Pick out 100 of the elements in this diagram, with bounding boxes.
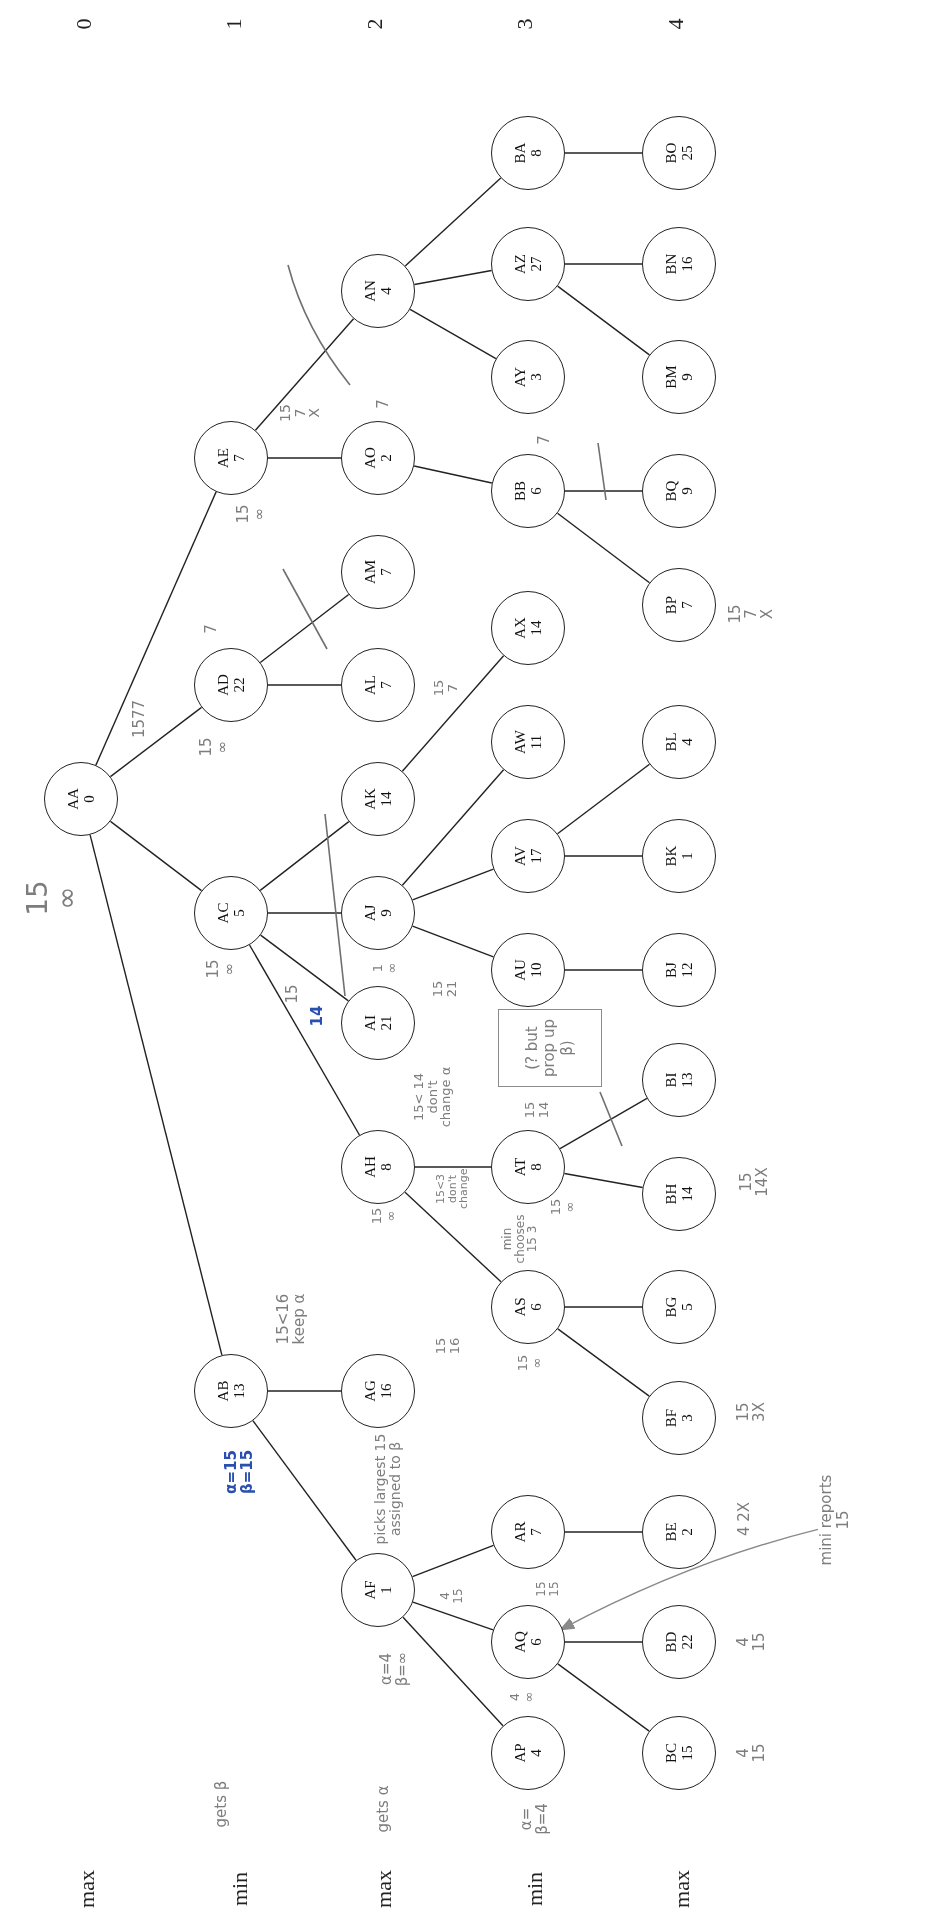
handwritten-note: 4 15 — [439, 1588, 465, 1604]
node-name: AC — [215, 902, 231, 924]
tree-edge — [267, 912, 342, 914]
handwritten-note: 7 — [204, 624, 220, 634]
node-value: 11 — [528, 734, 544, 750]
node-name: BE — [663, 1522, 679, 1542]
node-value: 17 — [528, 848, 544, 864]
node-value: 8 — [528, 149, 544, 157]
level-label: max — [75, 1870, 99, 1908]
node-name: AD — [215, 674, 231, 696]
node-value: 5 — [231, 909, 247, 917]
node-name: AS — [512, 1297, 528, 1317]
handwritten-note: 15<3 don't change — [434, 1169, 470, 1209]
tree-edge — [404, 1191, 502, 1283]
tree-edge — [411, 925, 495, 958]
level-label: max — [670, 1870, 694, 1908]
handwritten-note: 4 15 — [736, 1743, 768, 1763]
node-value: 7 — [679, 601, 695, 609]
tree-edge — [259, 820, 350, 892]
handwritten-note: 7 — [537, 435, 553, 445]
tree-edge — [267, 1390, 342, 1392]
handwritten-note: 1 ∞ — [371, 962, 399, 974]
tree-edge — [564, 1531, 643, 1533]
tree-edge — [412, 1601, 494, 1631]
node-value: 27 — [528, 256, 544, 272]
note-box — [498, 1009, 602, 1087]
node-value: 8 — [378, 1163, 394, 1171]
node-name: AA — [65, 788, 81, 810]
tree-edge — [259, 934, 350, 1002]
node-name: AK — [362, 788, 378, 810]
depth-number: 2 — [363, 18, 387, 30]
node-value: 0 — [81, 795, 97, 803]
tree-edge — [259, 593, 350, 664]
node-value: 6 — [528, 1303, 544, 1311]
node-name: BO — [663, 142, 679, 164]
node-name: AO — [362, 447, 378, 469]
node-name: AI — [362, 1015, 378, 1031]
handwritten-note: α= β=4 — [519, 1803, 551, 1835]
node-value: 7 — [528, 1528, 544, 1536]
node-value: 9 — [679, 487, 695, 495]
node-name: BK — [663, 845, 679, 867]
tree-edge — [413, 465, 493, 484]
node-value: 9 — [679, 373, 695, 381]
tree-edge — [404, 177, 502, 267]
node-value: 10 — [528, 962, 544, 978]
node-value: 21 — [378, 1015, 394, 1031]
tree-edge — [557, 1663, 650, 1732]
node-name: AL — [362, 675, 378, 695]
handwritten-note: 15 ∞ — [370, 1207, 398, 1225]
tree-edge — [109, 706, 203, 778]
tree-edge — [564, 490, 643, 492]
tree-edge — [267, 457, 342, 459]
depth-number: 0 — [72, 18, 96, 30]
handwritten-note: 15 ∞ — [549, 1198, 577, 1216]
node-value: 7 — [231, 454, 247, 462]
node-name: AH — [362, 1156, 378, 1178]
node-name: BQ — [663, 480, 679, 502]
tree-edge — [267, 684, 342, 686]
level-label: min — [228, 1871, 252, 1907]
handwritten-note: 15 ∞ — [199, 737, 231, 757]
node-name: AZ — [512, 254, 528, 274]
node-value: 25 — [679, 145, 695, 161]
handwritten-note: 14 — [310, 1005, 326, 1027]
node-value: 2 — [378, 454, 394, 462]
annotation-arrow — [560, 1528, 819, 1631]
node-name: AX — [512, 617, 528, 639]
handwritten-note: gets α — [376, 1785, 392, 1833]
node-value: 4 — [378, 287, 394, 295]
node-value: 1 — [378, 1586, 394, 1594]
handwritten-note: 4 ∞ — [508, 1691, 536, 1703]
node-name: BM — [663, 365, 679, 389]
handwritten-note: 15 ∞ — [516, 1354, 544, 1372]
node-value: 4 — [679, 738, 695, 746]
handwritten-note: 4 2X — [737, 1501, 753, 1537]
tree-edge — [414, 1166, 492, 1168]
node-name: AM — [362, 559, 378, 585]
node-name: AQ — [512, 1631, 528, 1653]
node-value: 14 — [528, 620, 544, 636]
handwritten-note: 4 15 — [736, 1632, 768, 1652]
handwritten-note: 15 16 — [434, 1337, 462, 1355]
node-value: 6 — [528, 1638, 544, 1646]
tree-edge — [413, 269, 493, 286]
handwritten-note: 15 15 — [535, 1581, 561, 1597]
handwritten-note: gets β — [214, 1780, 230, 1828]
handwritten-note: 15 21 — [431, 980, 459, 998]
tree-edge — [564, 263, 643, 265]
node-value: 7 — [378, 681, 394, 689]
node-value: 4 — [528, 1749, 544, 1757]
node-name: AN — [362, 280, 378, 302]
handwritten-note: 15 14 — [523, 1101, 551, 1119]
node-value: 14 — [679, 1186, 695, 1202]
tree-edge — [401, 769, 505, 886]
node-name: AE — [215, 448, 231, 468]
handwritten-note: picks largest 15 assigned to β — [373, 1432, 403, 1547]
tree-edge — [556, 285, 651, 356]
node-name: BB — [512, 481, 528, 501]
handwritten-note: 15 14X — [739, 1167, 771, 1197]
handwritten-note: min chooses 15 3 — [501, 1213, 539, 1266]
tree-edge — [411, 1544, 495, 1578]
handwritten-note: 15 ∞ — [206, 959, 238, 979]
